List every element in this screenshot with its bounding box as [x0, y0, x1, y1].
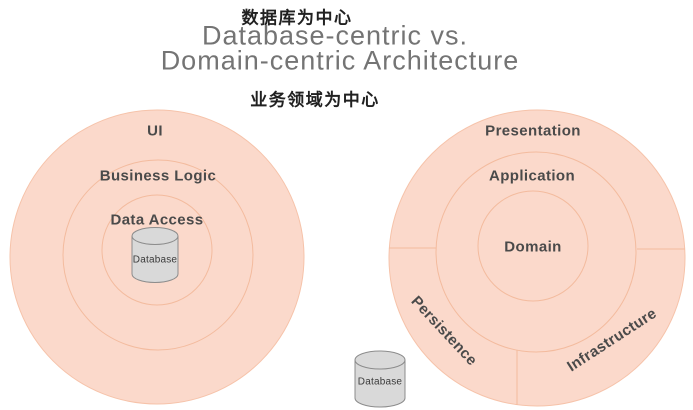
database-cylinder-icon [131, 227, 179, 283]
external-database-cylinder-icon [354, 350, 406, 408]
page-title-line-2: Domain-centric Architecture [160, 45, 520, 76]
layer-label-data-access: Data Access [110, 211, 204, 229]
database-label-external: Database [357, 376, 403, 388]
layer-label-ui: UI [147, 122, 163, 140]
layer-label-domain: Domain [504, 238, 562, 256]
domain-centric-inner-ring [477, 190, 589, 302]
annotation-domain-centric: 业务领域为中心 [250, 90, 380, 110]
layer-label-business-logic: Business Logic [99, 167, 217, 185]
db-centric-middle-ring [62, 159, 254, 351]
db-centric-inner-ring [101, 194, 213, 306]
annotation-database-centric: 数据库为中心 [241, 8, 353, 28]
layer-label-application: Application [488, 167, 576, 185]
layer-label-presentation: Presentation [485, 122, 581, 140]
page-title-line-1: Database-centric vs. [201, 20, 469, 51]
database-label-left: Database [132, 254, 178, 266]
domain-centric-middle-ring [435, 151, 637, 353]
domain-centric-outer-circle [388, 109, 686, 407]
